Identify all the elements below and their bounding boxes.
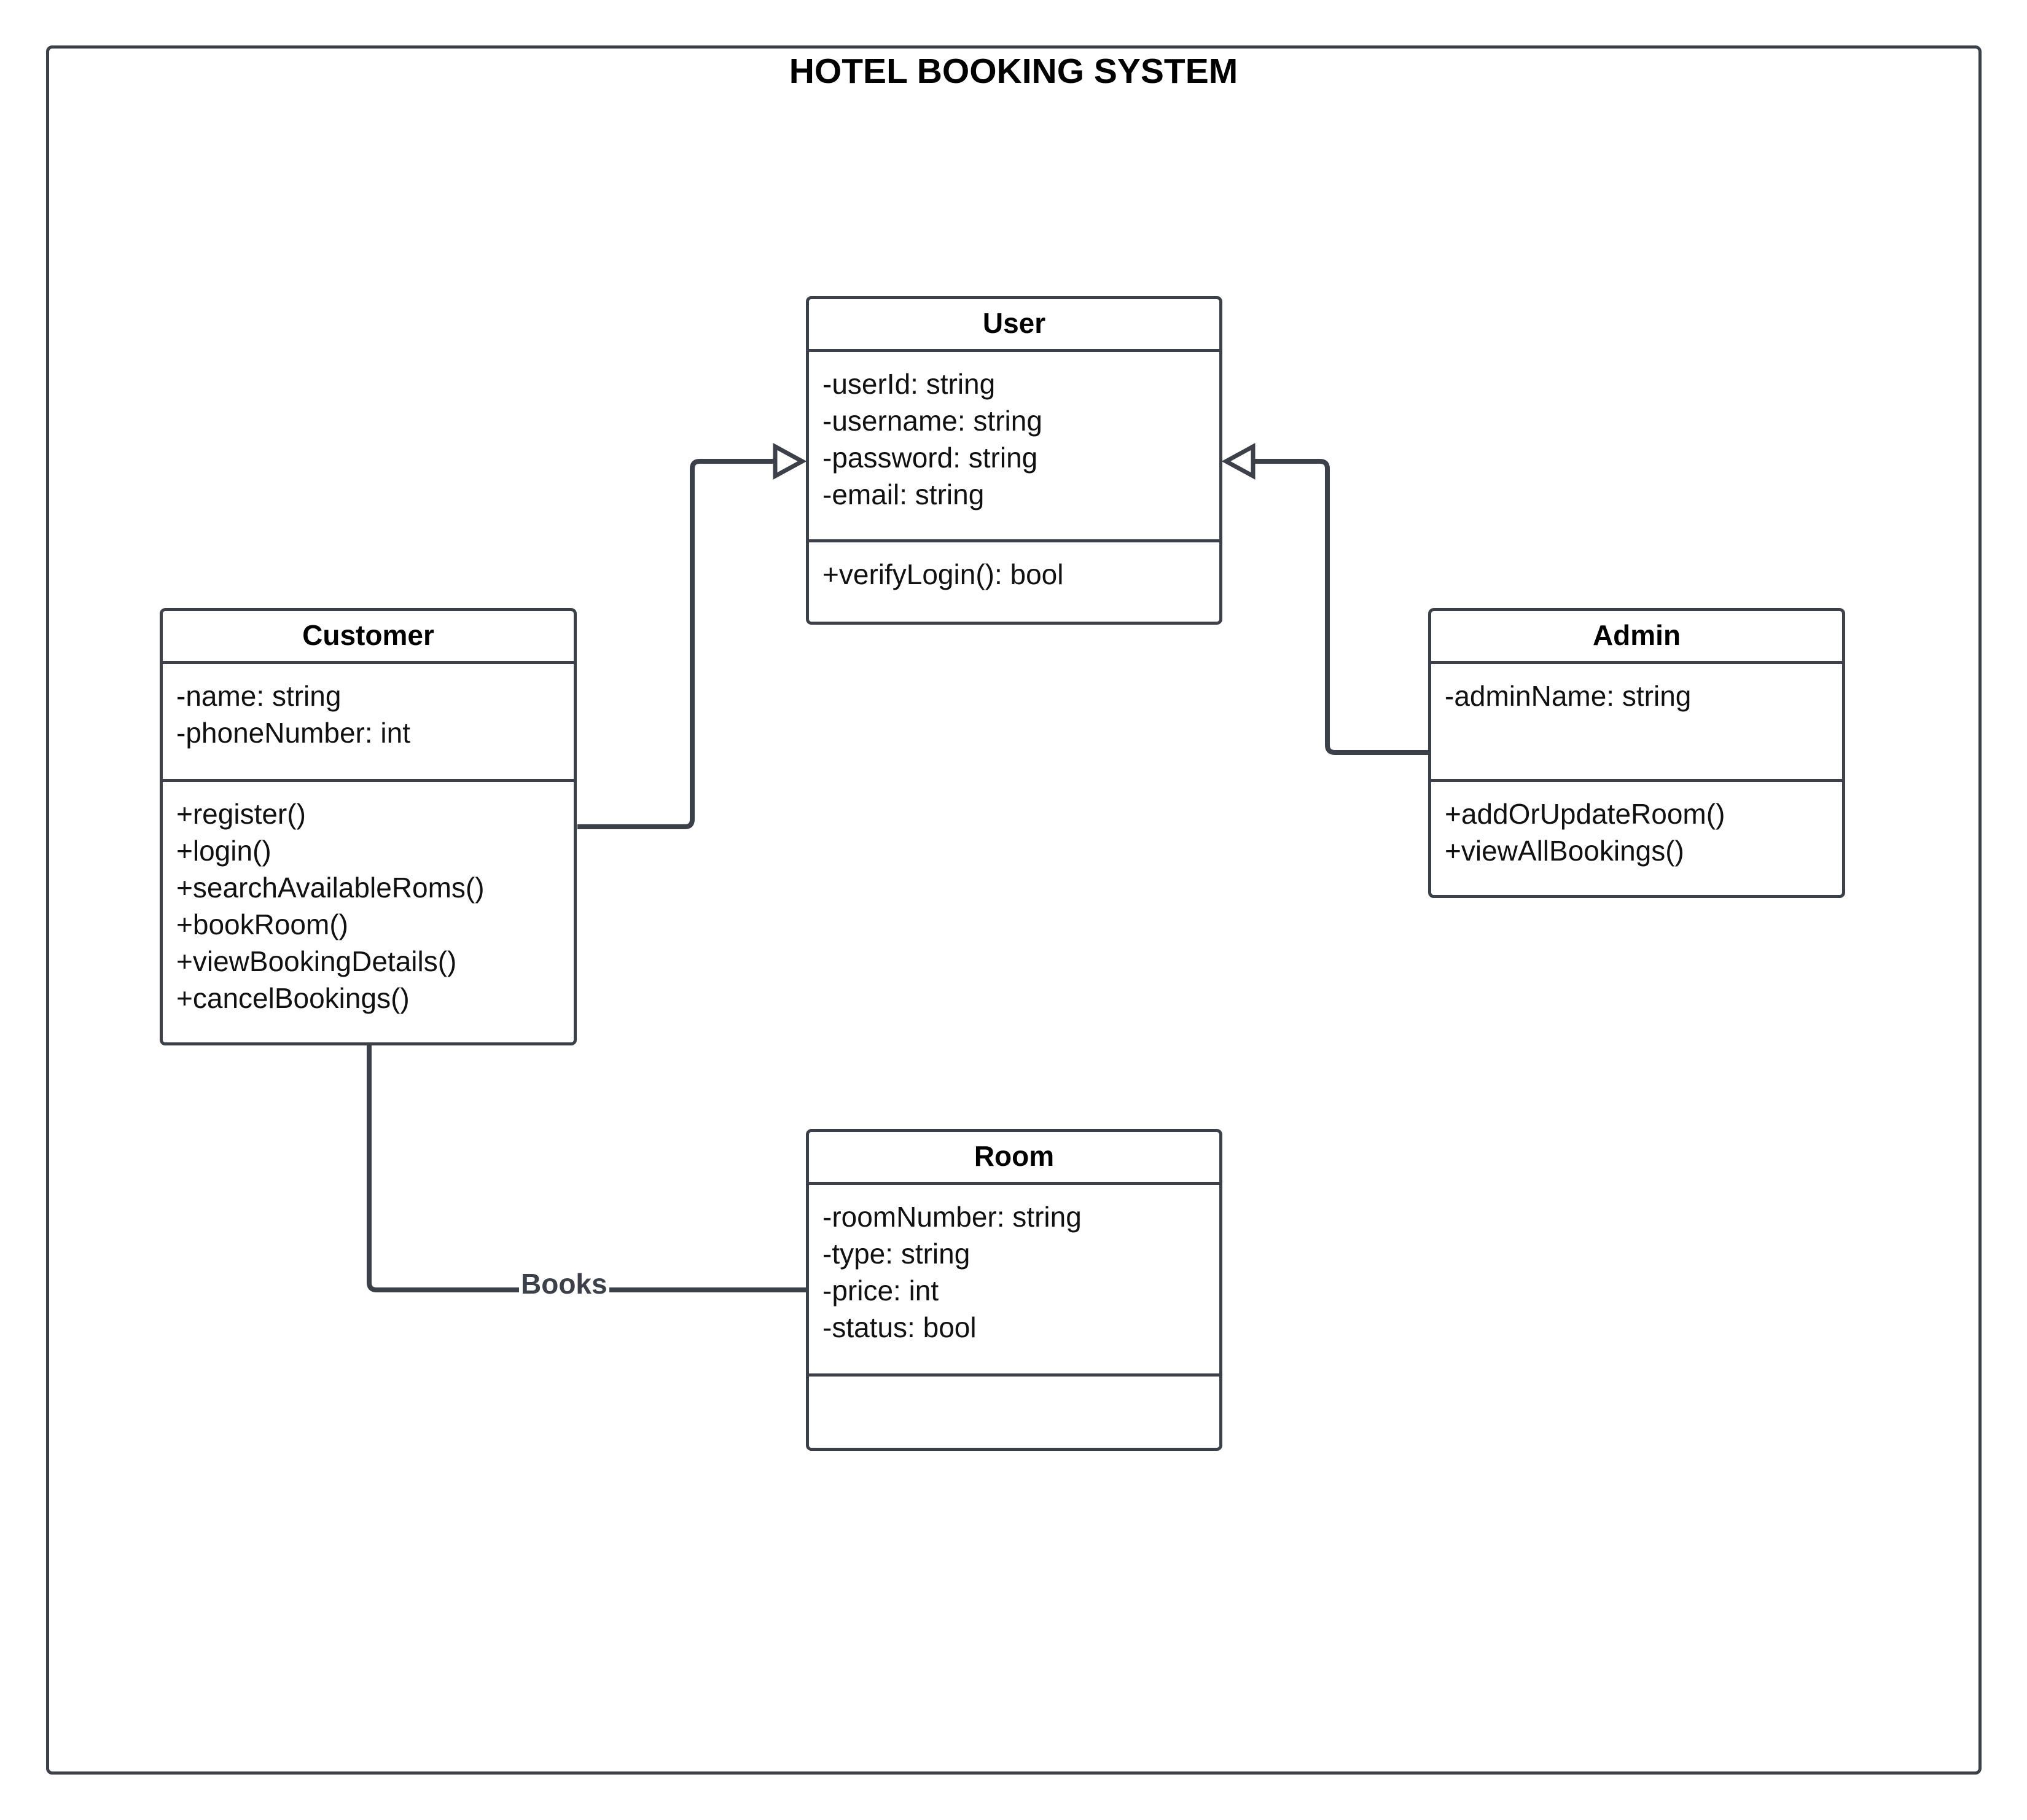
- class-admin-name: Admin: [1431, 611, 1842, 664]
- admin-to-user-generalization: [1253, 459, 1430, 755]
- customer-room-association: [367, 1044, 807, 1292]
- association-label-books: Books: [519, 1267, 609, 1301]
- attribute: -price: int: [822, 1275, 939, 1306]
- class-user-name: User: [809, 299, 1219, 352]
- attribute: -username: string: [822, 405, 1042, 437]
- method: +addOrUpdateRoom(): [1445, 798, 1725, 830]
- class-customer-methods: +register() +login() +searchAvailableRom…: [163, 782, 574, 1017]
- customer-generalization-arrowhead: [773, 443, 807, 480]
- diagram-title: HOTEL BOOKING SYSTEM: [789, 52, 1238, 91]
- method: +verifyLogin(): bool: [822, 558, 1064, 590]
- class-user[interactable]: User -userId: string -username: string -…: [806, 296, 1222, 625]
- class-admin-attributes: -adminName: string: [1431, 664, 1842, 782]
- attribute: -email: string: [822, 478, 985, 510]
- class-room[interactable]: Room -roomNumber: string -type: string -…: [806, 1129, 1222, 1451]
- method: +register(): [176, 798, 306, 830]
- attribute: -userId: string: [822, 368, 996, 400]
- class-customer-attributes: -name: string -phoneNumber: int: [163, 664, 574, 782]
- attribute: -type: string: [822, 1238, 971, 1270]
- method: +viewBookingDetails(): [176, 945, 457, 977]
- class-room-attributes: -roomNumber: string -type: string -price…: [809, 1185, 1219, 1377]
- method: +searchAvailableRoms(): [176, 872, 485, 904]
- class-customer-name: Customer: [163, 611, 574, 664]
- attribute: -adminName: string: [1445, 680, 1692, 712]
- class-user-methods: +verifyLogin(): bool: [809, 542, 1219, 593]
- method: +viewAllBookings(): [1445, 835, 1684, 867]
- method: +bookRoom(): [176, 908, 348, 940]
- class-room-methods: [809, 1377, 1219, 1390]
- admin-generalization-arrowhead: [1221, 443, 1256, 480]
- attribute: -status: bool: [822, 1311, 977, 1343]
- customer-to-user-generalization: [577, 459, 775, 829]
- class-user-attributes: -userId: string -username: string -passw…: [809, 352, 1219, 542]
- method: +login(): [176, 835, 271, 867]
- attribute: -roomNumber: string: [822, 1201, 1082, 1233]
- attribute: -password: string: [822, 442, 1038, 474]
- class-admin[interactable]: Admin -adminName: string +addOrUpdateRoo…: [1428, 608, 1845, 898]
- diagram-frame: [46, 45, 1982, 1775]
- attribute: -phoneNumber: int: [176, 717, 410, 749]
- class-room-name: Room: [809, 1132, 1219, 1185]
- method: +cancelBookings(): [176, 982, 410, 1014]
- class-customer[interactable]: Customer -name: string -phoneNumber: int…: [160, 608, 577, 1045]
- class-admin-methods: +addOrUpdateRoom() +viewAllBookings(): [1431, 782, 1842, 869]
- attribute: -name: string: [176, 680, 342, 712]
